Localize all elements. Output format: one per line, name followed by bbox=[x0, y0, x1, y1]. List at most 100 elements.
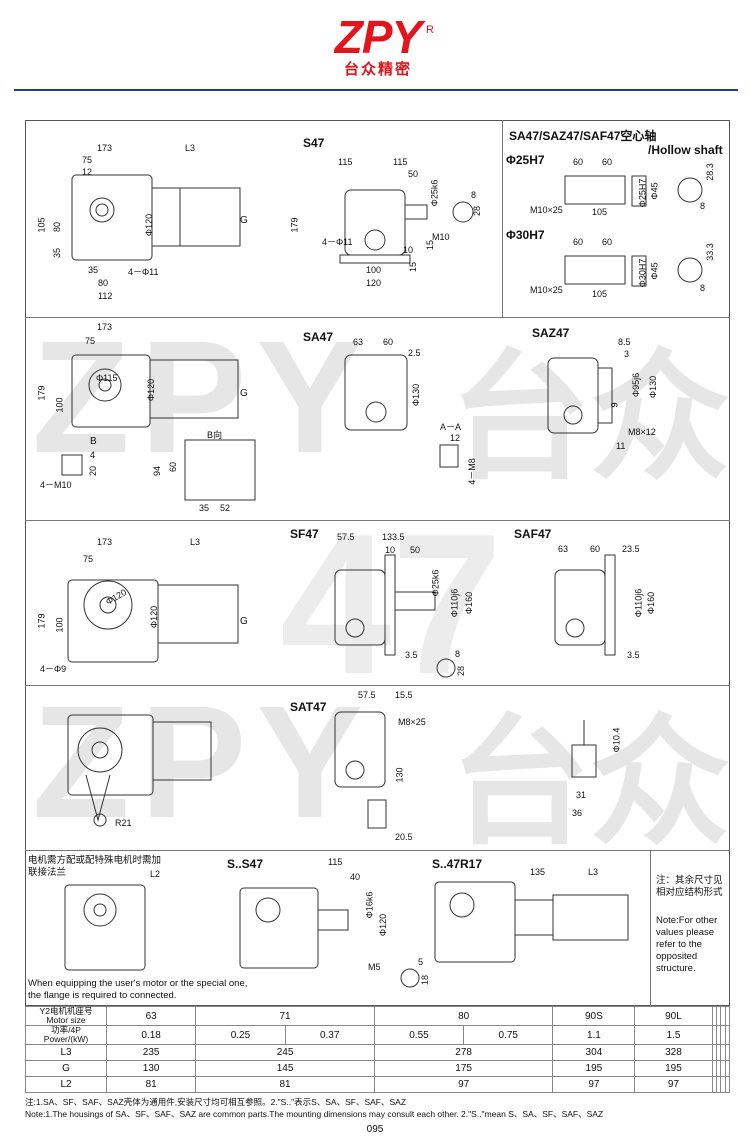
col-divider-hollow bbox=[502, 120, 503, 317]
dim: Φ16k6 bbox=[364, 891, 375, 919]
table-cell: 97 bbox=[552, 1076, 636, 1093]
table-cell: 81 bbox=[105, 1076, 197, 1093]
table-cell: G bbox=[25, 1060, 107, 1077]
table-cell: 328 bbox=[634, 1044, 713, 1061]
dim: 5 bbox=[418, 957, 424, 967]
dim: 63 bbox=[558, 544, 569, 554]
dim: G bbox=[240, 215, 248, 226]
dim: R21 bbox=[115, 818, 132, 828]
dim: 60 bbox=[168, 461, 179, 473]
table-cell: 235 bbox=[105, 1044, 197, 1061]
dim: Φ160 bbox=[464, 591, 475, 615]
table-cell: 195 bbox=[634, 1060, 713, 1077]
dim: 115 bbox=[338, 157, 353, 167]
dim: M5 bbox=[368, 962, 381, 972]
dim: Φ10.4 bbox=[611, 727, 622, 753]
row-divider-1 bbox=[25, 317, 730, 318]
motor-flange-note-cn: 电机需方配或配特殊电机时需加联接法兰 bbox=[28, 855, 162, 878]
dim: Φ130 bbox=[648, 375, 659, 399]
dim: 3.5 bbox=[405, 650, 418, 660]
dim: 94 bbox=[152, 465, 163, 477]
dim: 179 bbox=[289, 217, 300, 233]
dim: 173 bbox=[97, 537, 113, 547]
dim: M10 bbox=[432, 232, 450, 242]
table-cell bbox=[724, 1076, 731, 1093]
logo-brand: ZPY bbox=[334, 11, 422, 63]
table-cell: 97 bbox=[634, 1076, 713, 1093]
dim: Φ160 bbox=[646, 591, 657, 615]
table-cell: 175 bbox=[373, 1060, 554, 1077]
table-cell bbox=[724, 1006, 731, 1026]
table-cell bbox=[724, 1025, 731, 1045]
table-cell: 0.55 bbox=[373, 1025, 465, 1045]
page-header: ZPY R 台众精密 bbox=[0, 0, 750, 92]
dim: L2 bbox=[150, 869, 161, 879]
dim: 112 bbox=[98, 291, 113, 301]
dim: 100 bbox=[54, 397, 65, 413]
title-hollow-shaft: SA47/SAZ47/SAF47空心轴 bbox=[509, 129, 657, 143]
table-cell: 245 bbox=[195, 1044, 375, 1061]
dim: 60 bbox=[602, 237, 613, 247]
dim: 15 bbox=[408, 261, 419, 273]
table-cell: 0.37 bbox=[284, 1025, 375, 1045]
dim: 18 bbox=[420, 974, 431, 986]
dim: 4－Φ11 bbox=[322, 237, 353, 247]
table-cell: 1.1 bbox=[552, 1025, 636, 1045]
dim: L3 bbox=[185, 143, 196, 153]
table-cell: 278 bbox=[373, 1044, 554, 1061]
table-cell: 0.18 bbox=[105, 1025, 197, 1045]
dim: 15.5 bbox=[395, 690, 413, 700]
drawing-frame bbox=[25, 120, 730, 1006]
dim: 60 bbox=[383, 337, 394, 347]
dim: 4－M10 bbox=[40, 480, 72, 490]
header-rule bbox=[14, 89, 738, 91]
dim: 33.3 bbox=[704, 243, 715, 261]
dim: Φ120 bbox=[144, 213, 155, 237]
dim: 135 bbox=[530, 867, 546, 877]
logo-brand-cn: 台众精密 bbox=[343, 60, 412, 78]
dim: Φ25k6 bbox=[429, 179, 440, 207]
dim: 60 bbox=[602, 157, 613, 167]
dim: 50 bbox=[408, 169, 419, 179]
dim: Φ25H7 bbox=[637, 178, 648, 208]
dim: 28 bbox=[472, 205, 483, 217]
dim: M8×25 bbox=[398, 717, 426, 727]
dim: 179 bbox=[36, 613, 47, 629]
zpy-logo: ZPY R 台众精密 bbox=[318, 14, 438, 82]
dim: Φ95j6 bbox=[631, 372, 642, 398]
label-d30h7: Φ30H7 bbox=[506, 228, 545, 242]
dim: A－A bbox=[440, 422, 462, 432]
dim: M10×25 bbox=[530, 285, 563, 295]
watermark-model: 47 bbox=[280, 493, 503, 716]
table-cell: 97 bbox=[373, 1076, 554, 1093]
dim: 60 bbox=[590, 544, 601, 554]
title-s47: S47 bbox=[303, 136, 325, 150]
dim: 4－Φ9 bbox=[40, 664, 67, 674]
dim: G bbox=[240, 616, 248, 627]
table-cell: 1.5 bbox=[634, 1025, 713, 1045]
dim: 105 bbox=[592, 289, 608, 299]
dim: 20 bbox=[88, 465, 99, 477]
dim: 8 bbox=[455, 649, 461, 659]
dim: 57.5 bbox=[337, 532, 355, 542]
title-s-47r17: S..47R17 bbox=[432, 857, 483, 871]
dim: 20.5 bbox=[395, 832, 413, 842]
dim: 35 bbox=[199, 503, 210, 513]
dim: 75 bbox=[85, 336, 96, 346]
dim: M10×25 bbox=[530, 205, 563, 215]
dim: 75 bbox=[83, 554, 94, 564]
dim: 12 bbox=[450, 433, 461, 443]
table-cell: L2 bbox=[25, 1076, 107, 1093]
table-cell bbox=[724, 1044, 731, 1061]
dim: Φ110j6 bbox=[633, 588, 644, 618]
dim: 8 bbox=[700, 201, 706, 211]
dim: 12 bbox=[82, 167, 93, 177]
dim: Φ120 bbox=[378, 913, 389, 937]
dim: 173 bbox=[97, 143, 113, 153]
dim: L3 bbox=[190, 537, 201, 547]
dim: 36 bbox=[572, 808, 583, 818]
dim: 9 bbox=[609, 402, 620, 408]
table-cell: 80 bbox=[373, 1006, 554, 1026]
